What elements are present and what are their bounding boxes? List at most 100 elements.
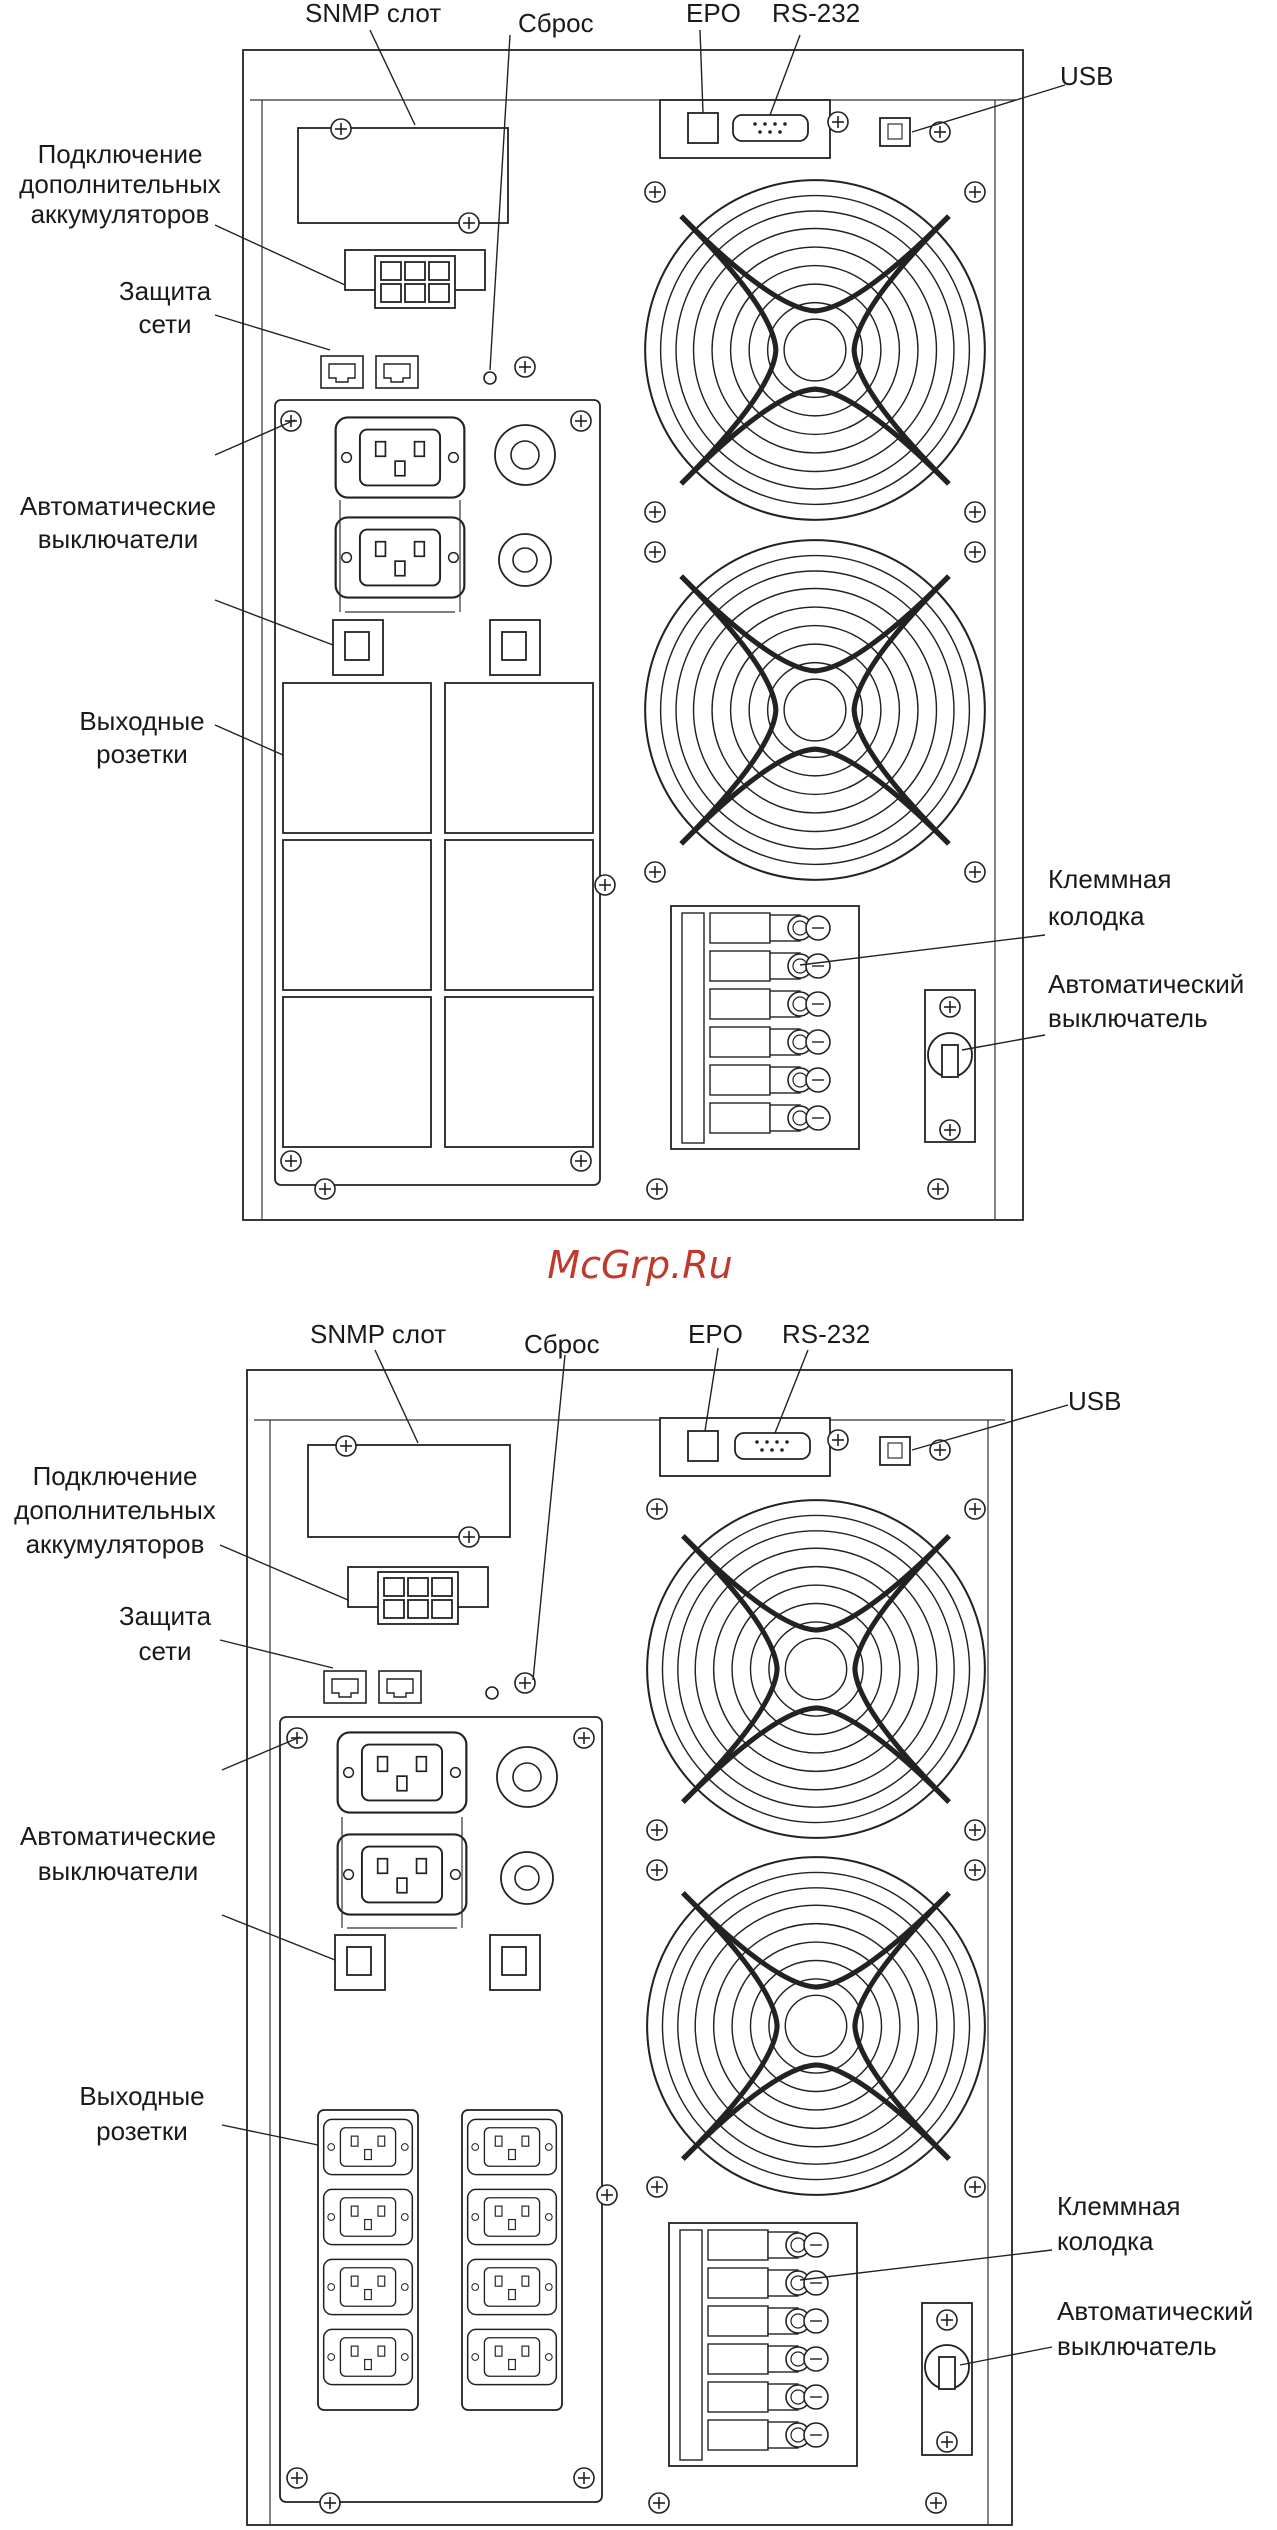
rs232-port: [734, 1432, 811, 1460]
label-usb: USB: [1068, 1386, 1121, 1416]
screw-icon: [827, 1429, 849, 1451]
label-terminal-line1: Клеммная: [1048, 864, 1171, 894]
iec-c13-outlet: [466, 2258, 558, 2316]
screw-icon: [964, 2176, 986, 2198]
label-outlets-line1: Выходные: [79, 706, 204, 736]
breaker-switch: [489, 619, 541, 676]
iec-c13-outlet: [466, 2328, 558, 2386]
snmp-slot: [297, 127, 509, 224]
screw-icon: [964, 501, 986, 523]
label-terminal-line2: колодка: [1057, 2226, 1154, 2256]
outlet-block-cover: [282, 839, 432, 991]
usb-port: [879, 1436, 911, 1466]
iec-c13-outlet: [466, 2188, 558, 2246]
label-epo: EPO: [686, 0, 741, 28]
screw-icon: [330, 118, 352, 140]
label-breakers-line2: выключатели: [38, 524, 199, 554]
label-battery-line2: дополнительных: [19, 169, 221, 199]
screw-icon: [964, 541, 986, 563]
reset-button: [485, 1686, 499, 1700]
screw-icon: [964, 181, 986, 203]
screw-icon: [335, 1435, 357, 1457]
screw-icon: [939, 996, 961, 1018]
screw-icon: [646, 1178, 668, 1200]
network-protection-port-in: [323, 1670, 367, 1704]
usb-port: [879, 117, 911, 147]
outlet-block-cover: [444, 839, 594, 991]
network-protection-port-out: [378, 1670, 422, 1704]
circuit-breaker-knob: [496, 1746, 558, 1808]
iec-c13-outlet: [322, 2188, 414, 2246]
panel-variant-2: SNMP слот Сброс EPO RS-232 USB Подключен…: [14, 1319, 1253, 2526]
screw-icon: [319, 2492, 341, 2514]
label-network-line2: сети: [138, 309, 191, 339]
screw-icon: [936, 2309, 958, 2331]
label-breaker-single-line1: Автоматический: [1048, 969, 1244, 999]
screw-icon: [314, 1178, 336, 1200]
label-snmp-slot: SNMP слот: [305, 0, 441, 28]
iec-c13-outlet: [322, 2328, 414, 2386]
label-battery-line1: Подключение: [38, 139, 203, 169]
epo-connector: [687, 1430, 719, 1462]
label-outlets-line2: розетки: [96, 739, 188, 769]
screw-icon: [280, 1150, 302, 1172]
label-battery-line3: аккумуляторов: [26, 1529, 205, 1559]
screw-icon: [646, 1819, 668, 1841]
cooling-fan-grille: [647, 1857, 985, 2195]
screw-icon: [827, 111, 849, 133]
label-battery-line2: дополнительных: [14, 1495, 216, 1525]
label-battery-line3: аккумуляторов: [31, 199, 210, 229]
screw-icon: [644, 501, 666, 523]
screw-icon: [596, 2184, 618, 2206]
screw-icon: [964, 1859, 986, 1881]
outlet-block-cover: [444, 682, 594, 834]
label-outlets-line2: розетки: [96, 2116, 188, 2146]
watermark: McGrp.Ru: [547, 1243, 732, 1287]
outlet-block-cover: [282, 682, 432, 834]
label-snmp-slot: SNMP слот: [310, 1319, 446, 1349]
label-breakers-line1: Автоматические: [20, 1821, 216, 1851]
cooling-fan-grille: [645, 540, 985, 880]
screw-icon: [514, 1672, 536, 1694]
screw-icon: [458, 1526, 480, 1548]
iec-c19-outlet: [334, 516, 466, 599]
outlet-block-cover: [444, 996, 594, 1148]
screw-icon: [646, 1498, 668, 1520]
iec-c13-outlet: [322, 2118, 414, 2176]
iec-c13-outlet: [466, 2118, 558, 2176]
screw-icon: [936, 2431, 958, 2453]
network-protection-port-in: [320, 355, 364, 389]
terminal-block: [669, 2223, 857, 2466]
screw-icon: [594, 874, 616, 896]
screw-icon: [644, 181, 666, 203]
circuit-breaker-knob: [500, 1851, 554, 1905]
screw-icon: [570, 1150, 592, 1172]
screw-icon: [286, 2467, 308, 2489]
label-network-line1: Защита: [119, 276, 212, 306]
screw-icon: [925, 2492, 947, 2514]
panel-variant-1: SNMP слот Сброс EPO RS-232 USB Подключен…: [19, 0, 1244, 1221]
label-reset: Сброс: [524, 1329, 600, 1359]
label-network-line2: сети: [138, 1636, 191, 1666]
label-rs232: RS-232: [772, 0, 860, 28]
screw-icon: [646, 1859, 668, 1881]
iec-c19-outlet: [336, 1731, 468, 1814]
rs232-port: [732, 114, 809, 142]
screw-icon: [648, 2492, 670, 2514]
snmp-slot: [307, 1444, 511, 1538]
label-breakers-line2: выключатели: [38, 1856, 199, 1886]
screw-icon: [644, 541, 666, 563]
circuit-breaker-knob: [498, 533, 552, 587]
label-breaker-single-line1: Автоматический: [1057, 2296, 1253, 2326]
terminal-block: [671, 906, 859, 1149]
iec-c19-outlet: [334, 416, 466, 499]
screw-icon: [573, 2467, 595, 2489]
screw-icon: [573, 1727, 595, 1749]
circuit-breaker-knob: [494, 424, 556, 486]
screw-icon: [927, 1178, 949, 1200]
label-outlets-line1: Выходные: [79, 2081, 204, 2111]
screw-icon: [646, 2176, 668, 2198]
screw-icon: [570, 410, 592, 432]
label-usb: USB: [1060, 61, 1113, 91]
